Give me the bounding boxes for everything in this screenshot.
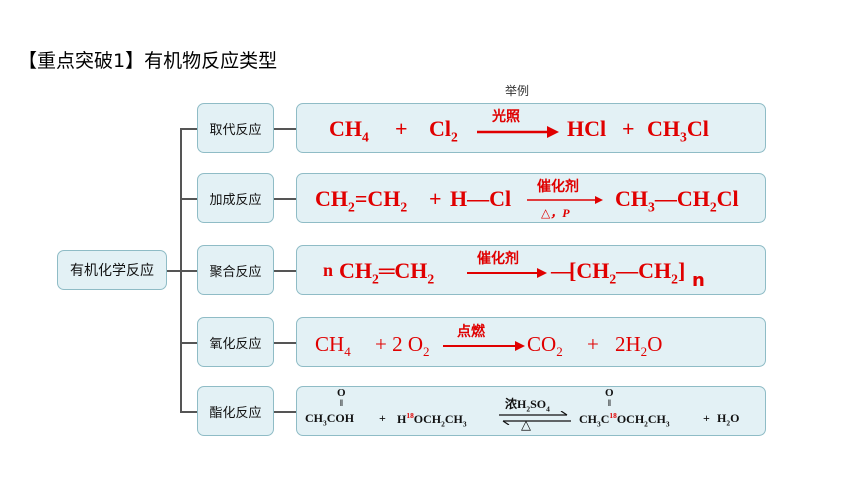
dash-left: — xyxy=(551,258,573,283)
product-polyethylene: [CH2—CH2] xyxy=(569,258,686,287)
reactant-ch4: CH4 xyxy=(329,116,369,145)
root-connector xyxy=(167,270,180,272)
coefficient-n: n xyxy=(323,260,334,280)
branch-addition xyxy=(180,198,197,200)
ester-carbonyl-oxygen: O xyxy=(605,387,614,399)
example-column-label: 举例 xyxy=(505,84,530,98)
reactant-cl2: Cl2 xyxy=(429,116,458,145)
plus-sign: + xyxy=(622,116,635,141)
reversible-arrow xyxy=(499,411,571,425)
type-oxidation: 氧化反应 xyxy=(197,317,274,367)
condition-catalyst: 催化剂 xyxy=(537,179,579,195)
reactant-hcl: H—Cl xyxy=(450,186,512,211)
branch-oxidation xyxy=(180,342,197,344)
tree-trunk xyxy=(180,128,182,411)
reaction-arrow xyxy=(527,196,603,204)
page-title: 【重点突破1】有机物反应类型 xyxy=(18,50,278,72)
type-polymerization: 聚合反应 xyxy=(197,245,274,295)
condition-sulfuric-acid: 浓H2SO4 xyxy=(505,397,550,414)
reactant-ethylene: CH2═CH2 xyxy=(339,258,435,287)
plus-sign: + xyxy=(379,411,386,425)
reactant-ethylene: CH2=CH2 xyxy=(315,186,408,215)
product-ch3cl: CH3Cl xyxy=(647,116,709,145)
plus-sign: + xyxy=(587,332,599,356)
link-substitution xyxy=(274,128,296,130)
product-ethyl-acetate: CH3C18OCH2CH3 xyxy=(579,411,670,429)
product-water: 2H2O xyxy=(615,332,663,360)
branch-polymerization xyxy=(180,270,197,272)
plus-sign: + xyxy=(395,116,408,141)
equation-oxidation: CH4 + 2 O2 点燃 CO2 + 2H2O xyxy=(296,317,766,367)
product-co2: CO2 xyxy=(527,332,563,360)
reactant-ch4: CH4 xyxy=(315,332,351,360)
link-polymerization xyxy=(274,270,296,272)
plus-sign: + xyxy=(429,186,442,211)
condition-ignite: 点燃 xyxy=(457,324,485,340)
condition-heat: △ xyxy=(521,417,531,432)
type-addition: 加成反应 xyxy=(197,173,274,223)
link-oxidation xyxy=(274,342,296,344)
equation-addition: CH2=CH2 + H—Cl 催化剂 △，P CH3—CH2Cl xyxy=(296,173,766,223)
reactant-oxygen: + 2 O2 xyxy=(375,332,430,360)
equation-esterification: O ‖ CH3COH + H18OCH2CH3 浓H2SO4 △ O ‖ CH3… xyxy=(296,386,766,436)
polymer-subscript-n: n xyxy=(692,270,705,291)
branch-esterification xyxy=(180,411,197,413)
reaction-arrow xyxy=(467,268,547,278)
condition-catalyst: 催化剂 xyxy=(477,251,519,267)
plus-sign: + xyxy=(703,411,710,425)
ester-double-bond: ‖ xyxy=(608,398,611,408)
root-node: 有机化学反应 xyxy=(57,250,167,290)
product-chloroethane: CH3—CH2Cl xyxy=(615,186,739,215)
condition-heat-pressure: △，P xyxy=(541,206,570,220)
link-addition xyxy=(274,198,296,200)
branch-substitution xyxy=(180,128,197,130)
reactant-ethanol-18o: H18OCH2CH3 xyxy=(397,411,467,429)
link-esterification xyxy=(274,411,296,413)
reaction-arrow xyxy=(477,126,559,138)
equation-substitution: CH4 + Cl2 光照 HCl + CH3Cl xyxy=(296,103,766,153)
type-substitution: 取代反应 xyxy=(197,103,274,153)
product-water: H2O xyxy=(717,411,740,428)
condition-light: 光照 xyxy=(492,109,520,125)
carbonyl-double-bond: ‖ xyxy=(340,398,343,408)
carbonyl-oxygen: O xyxy=(337,387,346,399)
type-esterification: 酯化反应 xyxy=(197,386,274,436)
equation-polymerization: n CH2═CH2 催化剂 — [CH2—CH2] n xyxy=(296,245,766,295)
reactant-acetic-acid: CH3COH xyxy=(305,411,355,428)
reaction-arrow xyxy=(443,341,525,351)
product-hcl: HCl xyxy=(567,116,607,141)
